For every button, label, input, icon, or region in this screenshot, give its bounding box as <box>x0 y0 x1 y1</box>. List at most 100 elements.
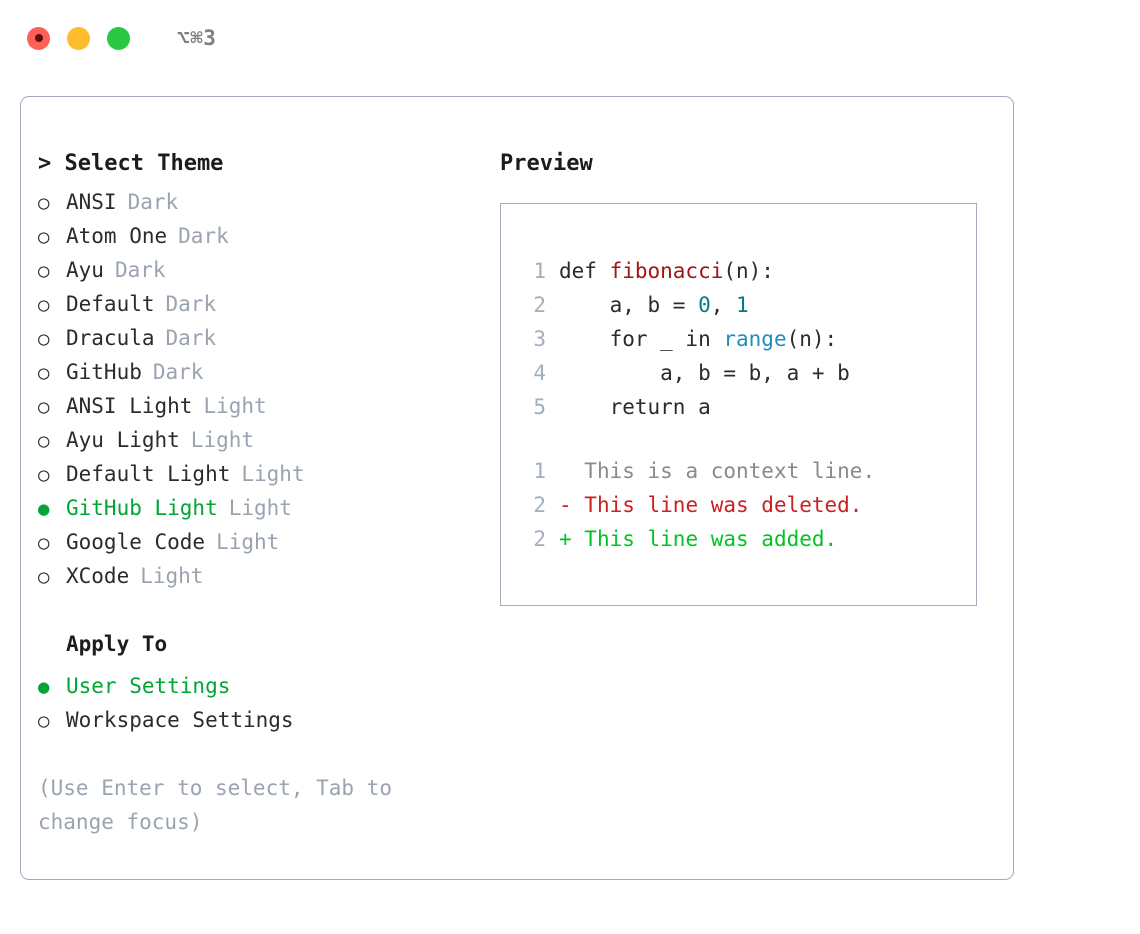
theme-variant-badge: Dark <box>127 190 179 214</box>
title-bar: ⌥⌘3 <box>0 0 1140 76</box>
radio-unselected-icon[interactable]: ○ <box>38 566 50 588</box>
theme-variant-badge: Light <box>190 428 255 452</box>
preview-header: Preview <box>500 151 593 176</box>
code-text: for _ in range(n): <box>559 322 838 356</box>
theme-name: XCode <box>66 564 130 588</box>
code-line: 1 def fibonacci(n): <box>520 254 960 288</box>
minimize-button-icon[interactable] <box>67 26 90 50</box>
diff-text: This line was deleted. <box>571 493 863 517</box>
diff-sign: + <box>559 527 572 551</box>
theme-row[interactable]: ○ Dracula Dark <box>38 321 488 355</box>
theme-name: Ayu Light <box>66 428 180 452</box>
apply-to-row[interactable]: ● User Settings <box>38 669 488 703</box>
radio-unselected-icon[interactable]: ○ <box>38 328 50 350</box>
preview-column: Preview <box>500 151 1000 177</box>
code-text: a, b = b, a + b <box>559 356 850 390</box>
line-number: 2 <box>533 527 546 551</box>
theme-row[interactable]: ● GitHub Light Light <box>38 491 488 525</box>
line-number: 4 <box>533 361 546 385</box>
radio-selected-icon[interactable]: ● <box>38 676 50 698</box>
code-token-plain: return a <box>559 395 711 419</box>
theme-name: GitHub Light <box>66 496 218 520</box>
code-token-num: 1 <box>736 293 749 317</box>
theme-name: Default <box>66 292 155 316</box>
line-number: 5 <box>533 395 546 419</box>
theme-name: Ayu <box>66 258 104 282</box>
theme-row[interactable]: ○ Ayu Light Light <box>38 423 488 457</box>
theme-variant-badge: Light <box>228 496 292 520</box>
radio-unselected-icon[interactable]: ○ <box>38 260 50 282</box>
code-token-plain: (n): <box>786 327 838 351</box>
code-token-plain: a, b = <box>559 293 699 317</box>
theme-variant-badge: Dark <box>165 292 217 316</box>
radio-unselected-icon[interactable]: ○ <box>38 710 50 732</box>
code-token-plain: (n): <box>723 259 774 283</box>
code-line: 4 a, b = b, a + b <box>520 356 960 390</box>
code-text: def fibonacci(n): <box>559 254 774 288</box>
theme-variant-badge: Light <box>203 394 267 418</box>
close-button-icon[interactable] <box>27 26 50 50</box>
diff-text: This is a context line. <box>571 459 876 483</box>
zoom-button-icon[interactable] <box>107 26 130 50</box>
diff-sign: - <box>559 493 572 517</box>
code-token-plain: for _ in <box>559 327 724 351</box>
code-token-num: 0 <box>698 293 711 317</box>
theme-name: Google Code <box>66 530 206 554</box>
diff-line-added: 2 + This line was added. <box>520 522 960 556</box>
theme-row[interactable]: ○ Default Dark <box>38 287 488 321</box>
line-number: 2 <box>533 293 546 317</box>
radio-selected-icon[interactable]: ● <box>38 498 50 520</box>
code-line: 5 return a <box>520 390 960 424</box>
line-number: 1 <box>533 459 546 483</box>
radio-unselected-icon[interactable]: ○ <box>38 396 50 418</box>
diff-sign <box>559 454 572 488</box>
radio-unselected-icon[interactable]: ○ <box>38 294 50 316</box>
apply-to-row[interactable]: ○ Workspace Settings <box>38 703 488 737</box>
theme-name: GitHub <box>66 360 142 384</box>
code-token-plain: def <box>559 259 610 283</box>
theme-row[interactable]: ○ ANSI Light Light <box>38 389 488 423</box>
diff-text: This line was added. <box>571 527 838 551</box>
radio-unselected-icon[interactable]: ○ <box>38 464 50 486</box>
code-token-plain: a, b = b, a + b <box>559 361 850 385</box>
code-token-builtin: range <box>723 327 787 351</box>
theme-name: ANSI <box>66 190 117 214</box>
radio-unselected-icon[interactable]: ○ <box>38 362 50 384</box>
theme-row[interactable]: ○ ANSI Dark <box>38 185 488 219</box>
apply-to-option-label: Workspace Settings <box>66 708 294 732</box>
code-line: 2 a, b = 0, 1 <box>520 288 960 322</box>
code-text: a, b = 0, 1 <box>559 288 749 322</box>
window-controls <box>27 26 130 50</box>
apply-to-label: Apply To <box>66 632 168 656</box>
radio-unselected-icon[interactable]: ○ <box>38 192 50 214</box>
line-number: 1 <box>533 259 546 283</box>
apply-to-option-label: User Settings <box>66 674 231 698</box>
radio-unselected-icon[interactable]: ○ <box>38 430 50 452</box>
code-token-func: fibonacci <box>609 259 724 283</box>
theme-variant-badge: Dark <box>165 326 217 350</box>
radio-unselected-icon[interactable]: ○ <box>38 532 50 554</box>
apply-to-list[interactable]: ● User Settings ○ Workspace Settings <box>38 669 488 737</box>
window-title: ⌥⌘3 <box>177 26 217 50</box>
theme-name: Dracula <box>66 326 155 350</box>
radio-unselected-icon[interactable]: ○ <box>38 226 50 248</box>
theme-variant-badge: Light <box>241 462 305 486</box>
line-number: 3 <box>533 327 546 351</box>
select-theme-header: > Select Theme <box>38 151 224 176</box>
theme-name: ANSI Light <box>66 394 193 418</box>
line-number: 2 <box>533 493 546 517</box>
keyboard-hint-text: (Use Enter to select, Tab to change focu… <box>38 776 405 834</box>
theme-variant-badge: Dark <box>178 224 229 248</box>
